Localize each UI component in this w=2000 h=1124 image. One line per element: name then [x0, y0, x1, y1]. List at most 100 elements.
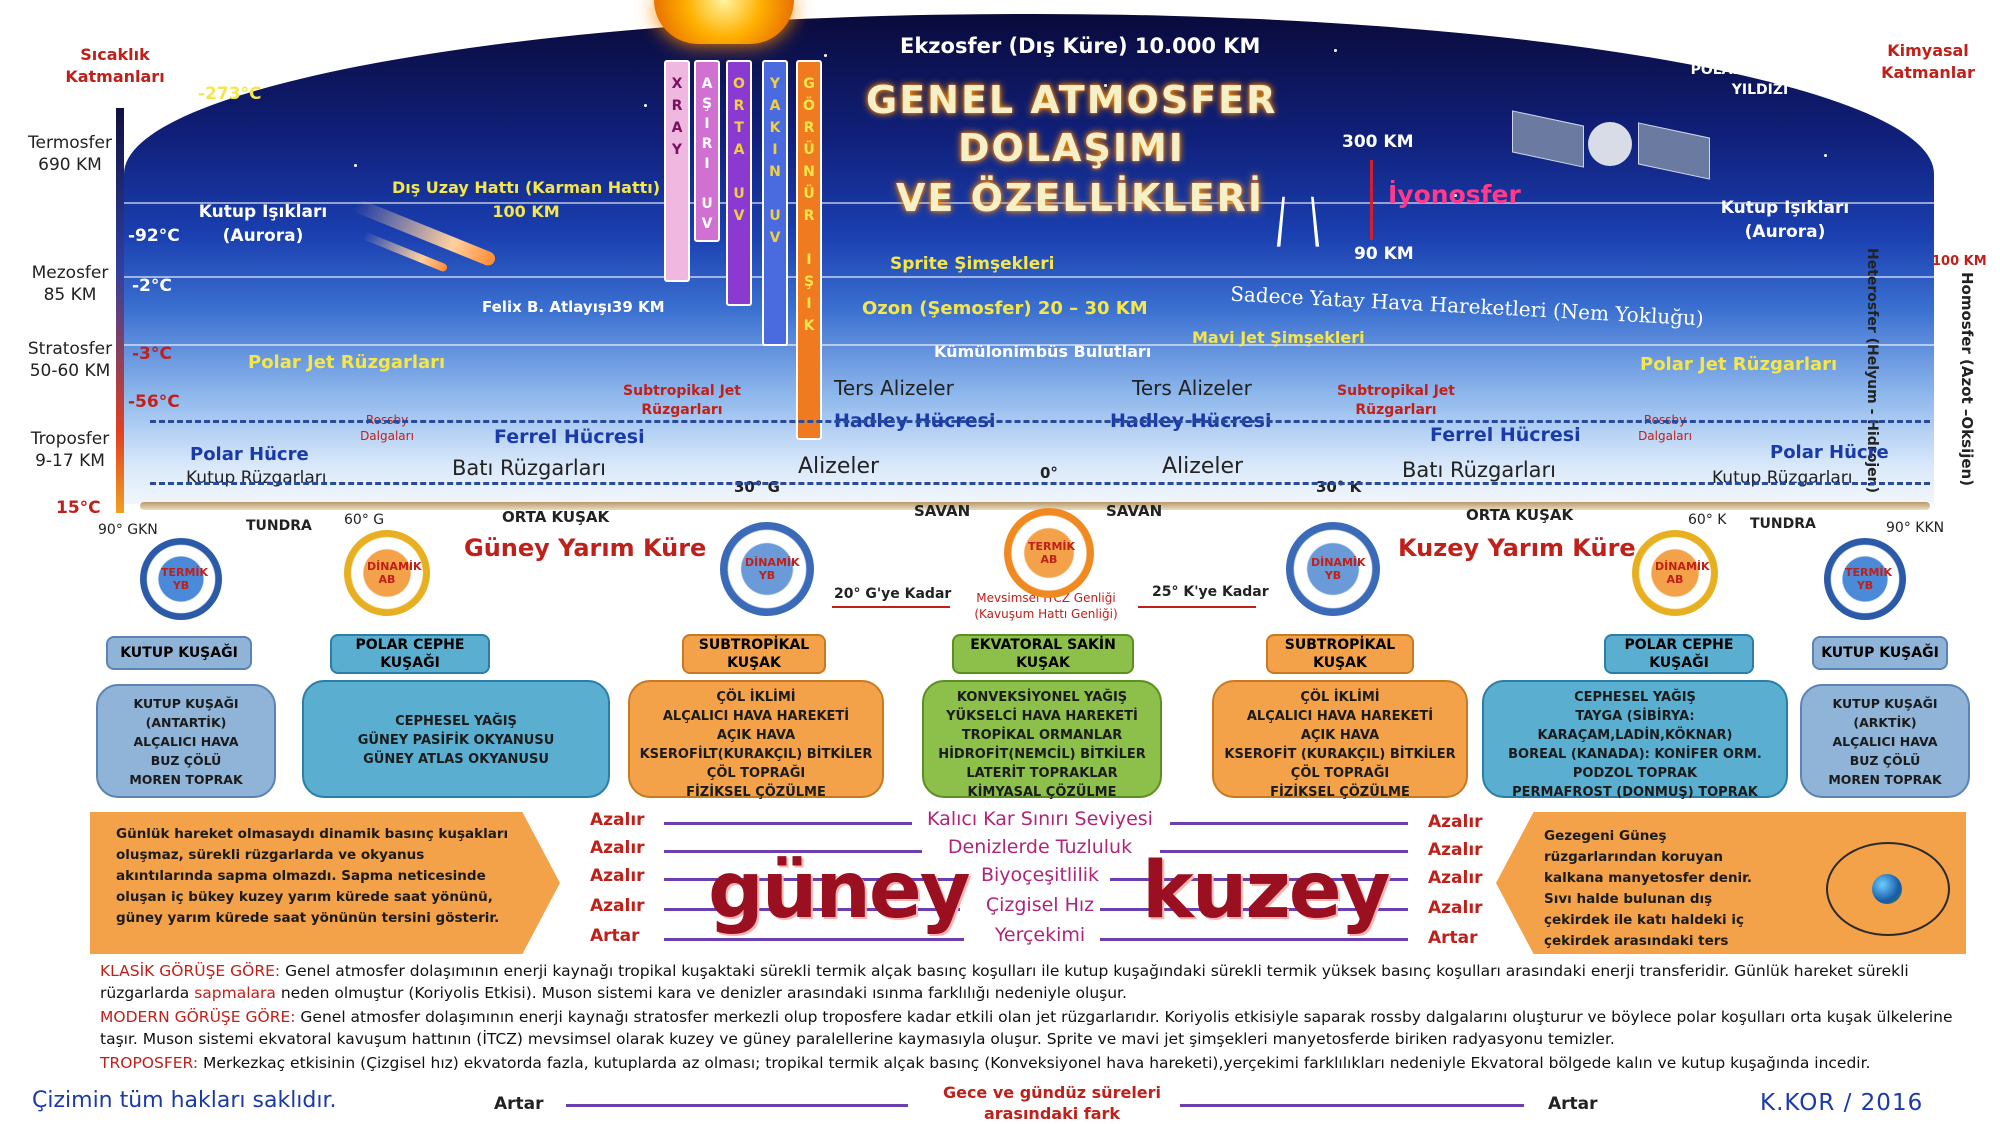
polar-cell-right-label: Polar Hücre [1770, 442, 1889, 463]
belt-line: LATERİT TOPRAKLAR [966, 766, 1118, 781]
trend-left-2: Azalır [590, 838, 645, 858]
trend-left-1: Azalır [590, 810, 645, 830]
belt-line: TROPİKAL ORMANLAR [961, 728, 1123, 743]
mid-latitude-right-label: ORTA KUŞAK [1466, 506, 1574, 524]
latitude-30s: 30° G [734, 478, 780, 496]
savanna-left-label: SAVAN [914, 502, 971, 520]
trade-winds-right-label: Alizeler [1162, 454, 1244, 479]
belt-line: AÇIK HAVA [716, 728, 796, 743]
belt-box-subtropical-south: ÇÖL İKLİMİ ALÇALICI HAVA HAREKETİ AÇIK H… [628, 680, 884, 800]
itcz-range-arrow [832, 606, 950, 608]
visible-light-bar: GÖRÜNÜR IŞIK [796, 60, 822, 440]
savanna-right-label: SAVAN [1106, 502, 1163, 520]
mid-uv-label: ORTA UV [731, 76, 747, 230]
belt-line: PODZOL TOPRAK [1572, 766, 1698, 781]
trend-arrow-right-2 [1160, 850, 1408, 853]
belt-line: AÇIK HAVA [1300, 728, 1380, 743]
anti-trade-right-label: Ters Alizeler [1132, 376, 1252, 400]
belt-line: BUZ ÇÖLÜ [150, 753, 222, 768]
belt-line: ALÇALICI HAVA [1832, 734, 1938, 749]
tundra-left-label: TUNDRA [246, 518, 312, 534]
temp-label: -2°C [132, 276, 172, 296]
extreme-uv-label: AŞIRI UV [699, 76, 715, 236]
heterosphere-label: Heterosfer (Helyum - Hidrojen) [1864, 248, 1880, 493]
pressure-label: TERMİK YB [1845, 566, 1893, 592]
modern-view-paragraph: MODERN GÖRÜŞE GÖRE: Genel atmosfer dolaş… [100, 1006, 1980, 1050]
rossby-right-label: Rossby Dalgaları [1638, 413, 1692, 443]
pressure-center-dynamic-high: DİNAMİK YB [1286, 522, 1380, 616]
belt-line: BUZ ÇÖLÜ [1849, 753, 1921, 768]
star [984, 144, 987, 147]
trend-left-4: Azalır [590, 896, 645, 916]
itcz-label: Mevsimsel ITCZ Genliği (Kavuşum Hattı Ge… [974, 591, 1118, 621]
km300-label: 300 KM [1342, 132, 1414, 152]
modern-view-text: Genel atmosfer dolaşımının enerji kaynağ… [100, 1008, 1953, 1048]
trend-arrow-right-1 [1170, 822, 1408, 825]
classic-view-text-2: neden olmuştur (Koriyolis Etkisi). Muson… [280, 984, 1127, 1002]
belt-title-polar-front-north: POLAR CEPHE KUŞAĞI [1604, 634, 1754, 674]
northern-hemisphere-label: Kuzey Yarım Küre [1398, 534, 1636, 562]
belt-line: MOREN TOPRAK [129, 772, 243, 787]
trend-right-3: Azalır [1428, 868, 1483, 888]
polar-winds-right-label: Kutup Rüzgarları [1712, 468, 1853, 488]
aurora-left-label: Kutup Işıkları (Aurora) [198, 202, 328, 246]
belt-box-subtropical-north: ÇÖL İKLİMİ ALÇALICI HAVA HAREKETİ AÇIK H… [1212, 680, 1468, 800]
stratopause-line [124, 344, 1934, 346]
author-signature: K.KOR / 2016 [1760, 1090, 1924, 1116]
pressure-center-dynamic-low: DİNAMİK AB [1632, 530, 1718, 616]
trend-arrow-right-3 [1110, 878, 1408, 881]
belt-line: GÜNEY ATLAS OKYANUSU [363, 752, 549, 767]
belt-line: GÜNEY PASİFİK OKYANUSU [357, 733, 555, 748]
pressure-center-dynamic-high: DİNAMİK YB [720, 522, 814, 616]
rights-notice: Çizimin tüm hakları saklıdır. [32, 1088, 337, 1113]
belt-line: PERMAFROST (DONMUŞ) TOPRAK [1512, 785, 1758, 800]
mid-latitude-left-label: ORTA KUŞAK [502, 508, 610, 526]
belt-line: ALÇALICI HAVA [133, 734, 239, 749]
trend-biodiversity: Biyoçeşitlilik [980, 864, 1100, 886]
trend-arrow-left-4 [664, 908, 960, 911]
troposphere-label: TROPOSFER: [100, 1054, 199, 1072]
belt-line: TAYGA (SİBİRYA: [1575, 709, 1695, 724]
star [424, 44, 427, 47]
belt-line: ÇÖL İKLİMİ [1300, 690, 1380, 705]
sun-icon [654, 0, 794, 44]
pressure-center-dynamic-low: DİNAMİK AB [344, 530, 430, 616]
layer-name: Troposfer [30, 429, 110, 449]
layer-height: 50-60 KM [29, 361, 111, 381]
star [354, 164, 357, 167]
temperature-layers-header: Sıcaklık Katmanları [65, 45, 165, 86]
belt-box-polar-front-south: CEPHESEL YAĞIŞ GÜNEY PASİFİK OKYANUSU GÜ… [302, 680, 610, 798]
belt-line: KİMYASAL ÇÖZÜLME [967, 785, 1117, 800]
south-big-word: güney [708, 846, 971, 936]
lat60s-label: 60° G [344, 512, 385, 528]
north-pole-label: 90° KKN [1886, 520, 1945, 536]
polar-jet-left-label: Polar Jet Rüzgarları [248, 352, 446, 373]
mesopause-line [124, 276, 1934, 278]
trade-winds-left-label: Alizeler [798, 454, 880, 479]
subtropical-jet-left-label: Subtropikal Jet Rüzgarları [623, 383, 741, 418]
karman-line [124, 202, 1934, 204]
pressure-label: TERMİK YB [161, 566, 209, 592]
belt-line: KSEROFİT (KURAKÇIL) BİTKİLER [1224, 747, 1456, 762]
daynight-label: Gece ve gündüz süreleri arasındaki fark [942, 1083, 1162, 1123]
layer-name: Mezosfer [31, 263, 109, 283]
layer-height: 690 KM [38, 155, 102, 175]
trend-right-4: Azalır [1428, 898, 1483, 918]
main-title-line-2: DOLAŞIMI [958, 126, 1185, 170]
main-title-line-3: VE ÖZELLİKLERİ [896, 176, 1264, 220]
trend-arrow-right-4 [1100, 908, 1408, 911]
ferrel-right-label: Ferrel Hücresi [1430, 424, 1581, 446]
star [824, 54, 827, 57]
near-uv-label: YAKIN UV [767, 76, 783, 252]
westerlies-left-label: Batı Rüzgarları [452, 456, 607, 480]
westerlies-right-label: Batı Rüzgarları [1402, 458, 1557, 482]
note-left-text: Günlük hareket olmasaydı dinamik basınç … [116, 826, 509, 926]
belt-line: ALÇALICI HAVA HAREKETİ [662, 709, 850, 724]
classic-view-label: KLASİK GÖRÜŞE GÖRE: [100, 962, 281, 980]
star [644, 104, 647, 107]
belt-line: KUTUP KUŞAĞI [133, 696, 239, 711]
modern-view-label: MODERN GÖRÜŞE GÖRE: [100, 1008, 296, 1026]
belt-title-subtropical-south: SUBTROPİKAL KUŞAK [682, 634, 826, 674]
